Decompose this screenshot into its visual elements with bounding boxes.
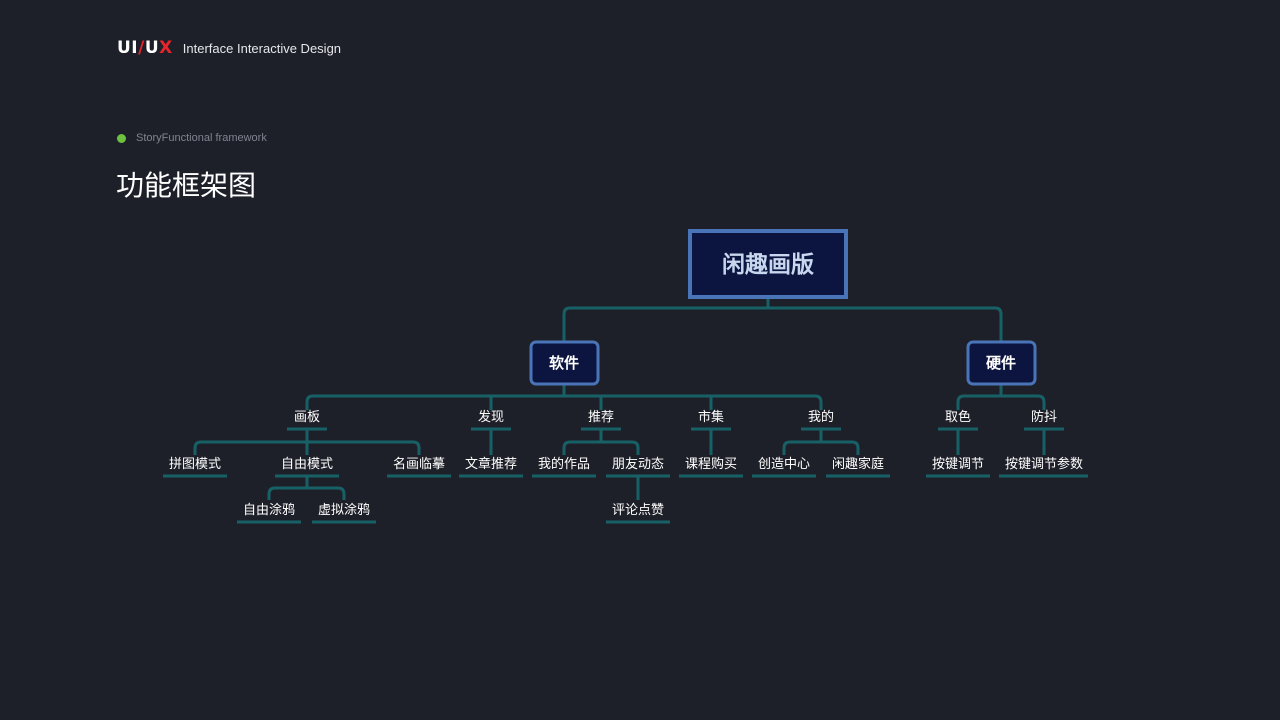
module-label: 发现 <box>478 409 504 425</box>
feature-label: 按键调节参数 <box>1005 456 1083 472</box>
feature-label: 文章推荐 <box>465 456 517 472</box>
feature-label: 朋友动态 <box>612 456 664 472</box>
category-node-label: 软件 <box>549 354 579 372</box>
connector-lines <box>163 297 1088 524</box>
branch-connector <box>562 306 1003 342</box>
category-node-label: 硬件 <box>986 354 1016 372</box>
branch-connector <box>305 394 823 410</box>
root-node-box <box>688 229 848 299</box>
feature-label: 创造中心 <box>758 457 810 472</box>
feature-label: 按键调节 <box>932 457 984 472</box>
sub-feature-label: 虚拟涂鸦 <box>318 502 370 518</box>
root-node-label: 闲趣画版 <box>722 251 814 278</box>
sub-feature-label: 自由涂鸦 <box>243 502 295 518</box>
logo-x: X <box>159 38 173 58</box>
section-bullet-icon <box>117 134 126 143</box>
feature-label: 闲趣家庭 <box>832 456 884 472</box>
module-label: 市集 <box>698 409 724 425</box>
feature-label: 自由模式 <box>281 457 333 472</box>
module-label: 我的 <box>808 409 834 425</box>
feature-label: 拼图模式 <box>169 457 221 472</box>
brand-subtitle: Interface Interactive Design <box>182 41 342 56</box>
diagram-nodes: 闲趣画版 软件 硬件 画板 发现 推荐 市集 我的 取色 防抖 拼图模式 自由模… <box>169 229 1083 518</box>
branch-connector <box>562 440 640 455</box>
module-label: 取色 <box>945 409 971 425</box>
page-title: 功能框架图 <box>116 169 257 202</box>
branch-connector <box>267 486 346 500</box>
module-label: 推荐 <box>588 410 614 425</box>
category-node-box <box>966 340 1037 386</box>
logo-u: U <box>144 38 160 58</box>
section-label: StoryFunctional framework <box>136 132 267 144</box>
branch-connector <box>782 440 860 455</box>
brand-header: UI/UX Interface Interactive Design <box>117 38 341 58</box>
category-node-box <box>529 340 600 386</box>
feature-label: 我的作品 <box>538 456 590 472</box>
brand-logo: UI/UX <box>117 38 173 58</box>
module-label: 画板 <box>294 410 320 425</box>
feature-label: 课程购买 <box>685 456 737 472</box>
sub-feature-label: 评论点赞 <box>612 503 664 518</box>
logo-ui: UI <box>117 38 139 58</box>
logo-slash: / <box>138 38 145 58</box>
module-label: 防抖 <box>1031 409 1057 425</box>
branch-connector <box>956 394 1046 410</box>
feature-label: 名画临摹 <box>393 456 445 472</box>
